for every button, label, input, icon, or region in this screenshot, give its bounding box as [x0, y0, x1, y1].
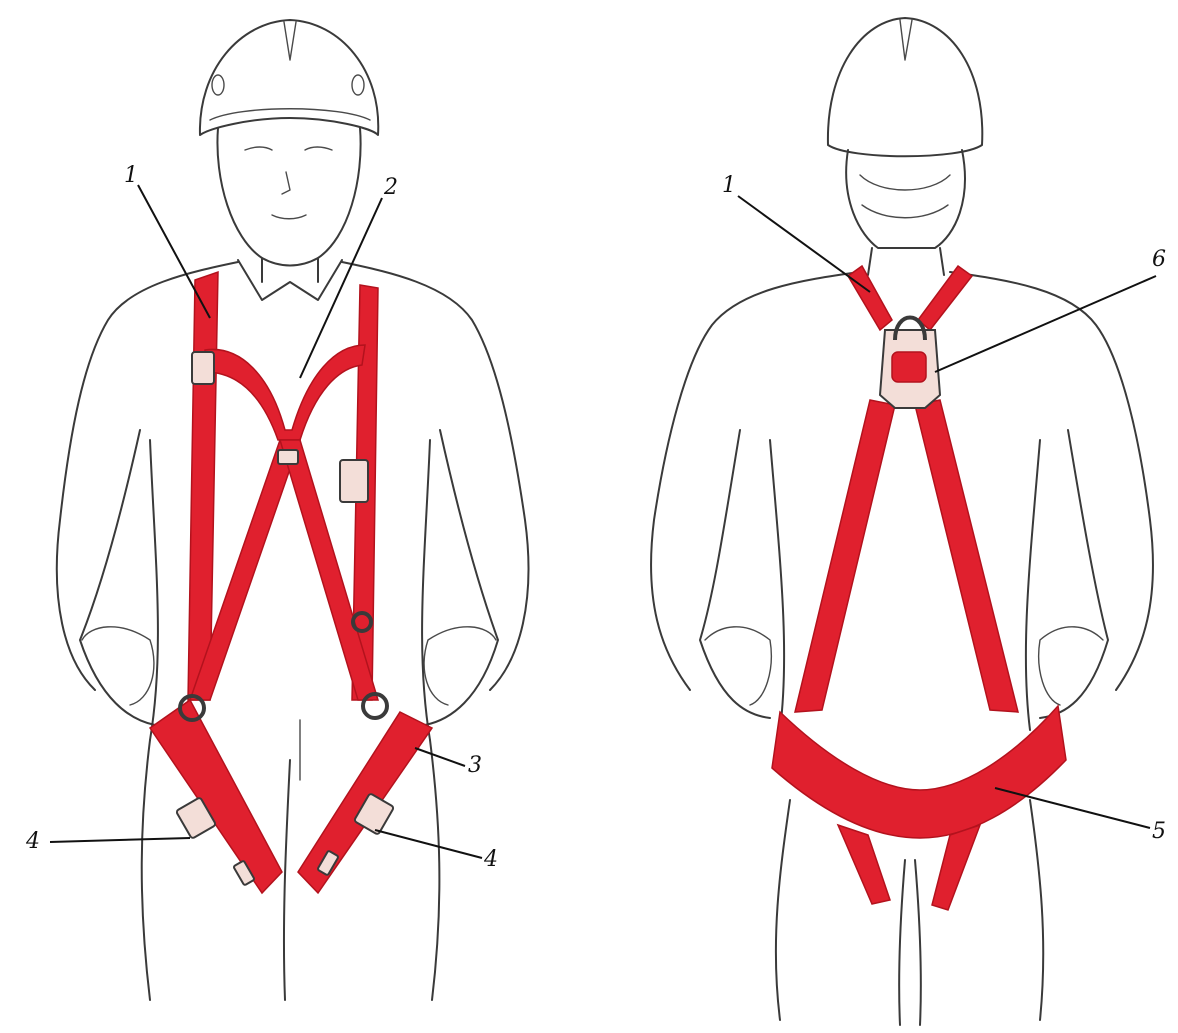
front-callout-2: 2 [383, 175, 398, 200]
back-left-leg-strap [838, 825, 890, 904]
back-figure-outline [651, 18, 1153, 1025]
front-right-adjuster-icon [340, 460, 368, 502]
back-right-shoulder-strap [918, 266, 972, 330]
front-chest-strap [205, 345, 365, 440]
back-right-leg-strap [932, 825, 980, 910]
back-right-long-strap [915, 400, 1018, 712]
back-callout-1: 1 [722, 173, 736, 198]
front-callout-1: 1 [124, 163, 138, 188]
front-shoulder-buckle-icon [192, 352, 214, 384]
back-view: 1 6 5 [651, 18, 1166, 1025]
back-left-shoulder-strap [848, 266, 892, 330]
back-waist-pad [772, 706, 1066, 838]
back-hardware [880, 318, 940, 409]
back-callout-6: 6 [1152, 247, 1166, 272]
back-callout-5: 5 [1152, 819, 1166, 844]
back-left-long-strap [795, 400, 895, 712]
front-callout-3: 3 [468, 753, 482, 778]
front-callout-4-left: 4 [25, 829, 40, 854]
front-callout-4-right: 4 [483, 847, 498, 872]
front-left-leg-strap [150, 700, 282, 893]
front-view: 1 2 3 4 4 [25, 20, 528, 1000]
front-chest-buckle-icon [278, 450, 298, 464]
d-ring-plate-icon [892, 352, 926, 382]
